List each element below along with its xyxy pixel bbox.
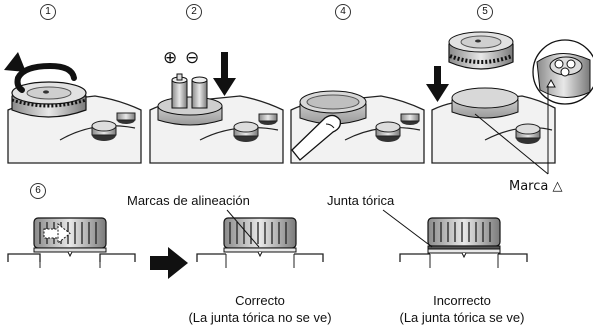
counterclockwise-arrow-icon bbox=[4, 52, 77, 93]
battery-chamber bbox=[157, 96, 223, 126]
step-2-badge: 2 bbox=[186, 4, 202, 20]
step-6-badge: 6 bbox=[30, 183, 46, 199]
right-arrow-icon bbox=[150, 247, 188, 279]
panel-6-cap-incorrect bbox=[382, 209, 528, 268]
plus-symbol: ⊕ bbox=[163, 48, 178, 68]
battery-opening bbox=[299, 90, 367, 125]
battery-right bbox=[191, 76, 208, 109]
panel-1 bbox=[4, 52, 142, 164]
correct-note: (La junta tórica no se ve) bbox=[188, 310, 332, 325]
panel-2 bbox=[149, 52, 284, 164]
battery-opening-2 bbox=[451, 87, 519, 119]
step-5-badge: 5 bbox=[477, 4, 493, 20]
knob-6 bbox=[400, 113, 420, 125]
down-arrow-icon bbox=[213, 52, 236, 96]
knob-1 bbox=[91, 120, 117, 141]
incorrect-note: (La junta tórica se ve) bbox=[399, 310, 525, 325]
incorrect-label: Incorrecto bbox=[433, 293, 491, 308]
correct-label: Correcto bbox=[235, 293, 285, 308]
knob-7 bbox=[515, 123, 541, 144]
alignment-marks-label: Marcas de alineación bbox=[127, 193, 250, 208]
knob-3 bbox=[233, 121, 259, 142]
finger-icon bbox=[291, 114, 341, 161]
knob-4 bbox=[258, 113, 278, 125]
knob-2 bbox=[116, 112, 136, 124]
knob-5 bbox=[375, 121, 401, 142]
panel-6-cap-correct bbox=[196, 209, 324, 268]
step-1-badge: 1 bbox=[40, 4, 56, 20]
battery-cap-1 bbox=[11, 81, 87, 118]
panel-5 bbox=[426, 31, 593, 175]
panel-6-cap-a bbox=[7, 217, 136, 268]
magnified-inset bbox=[532, 39, 593, 105]
oring-label: Junta tórica bbox=[327, 193, 395, 208]
battery-left bbox=[171, 73, 188, 109]
panel-4 bbox=[290, 90, 425, 164]
dashed-arrow-icon bbox=[43, 222, 71, 245]
battery-cap-5 bbox=[448, 31, 514, 70]
mark-label: Marca △ bbox=[509, 179, 563, 194]
step-4-badge: 4 bbox=[335, 4, 351, 20]
down-arrow-icon-2 bbox=[426, 66, 449, 102]
minus-symbol: ⊖ bbox=[185, 48, 200, 68]
